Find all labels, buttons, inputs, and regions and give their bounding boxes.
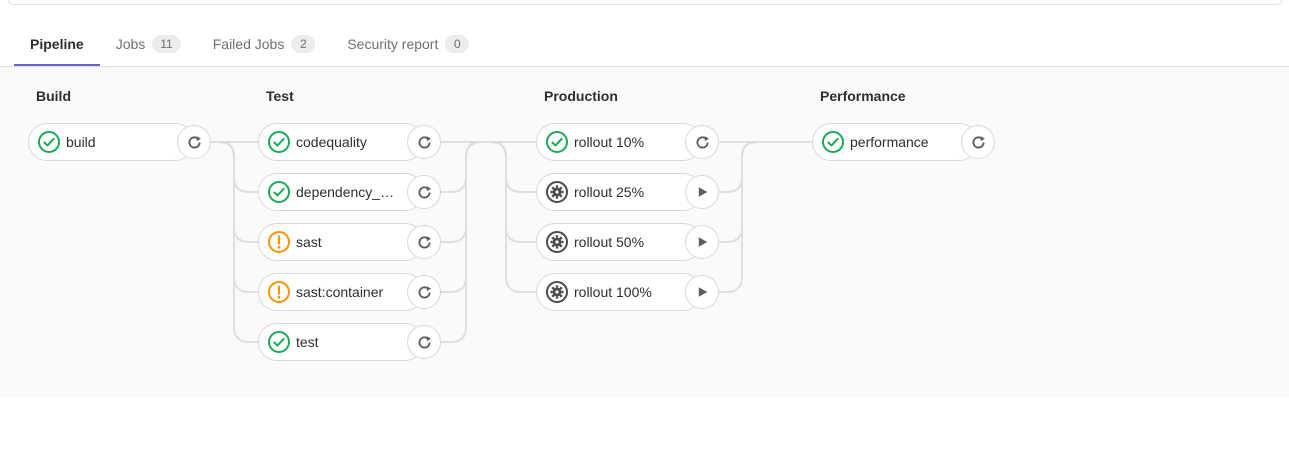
job-name: dependency_s... xyxy=(296,184,398,200)
status-manual-gear-circle-icon xyxy=(546,231,568,253)
job-pill[interactable]: rollout 50% xyxy=(536,223,719,261)
retry-icon xyxy=(417,185,431,198)
retry-icon xyxy=(695,135,709,148)
job-name: rollout 10% xyxy=(574,134,645,150)
jobs-count-badge: 11 xyxy=(152,35,181,53)
job-pill[interactable]: rollout 10% xyxy=(536,123,719,161)
status-manual-gear-circle-icon xyxy=(546,281,568,303)
retry-button[interactable] xyxy=(407,175,441,209)
status-manual-gear-circle-icon xyxy=(546,231,568,253)
job-pill[interactable]: test xyxy=(258,323,441,361)
play-button[interactable] xyxy=(685,275,719,309)
retry-icon xyxy=(971,135,985,148)
retry-button[interactable] xyxy=(407,225,441,259)
pipeline-stage-production: Production rollout 10% rollout 25% xyxy=(536,88,719,323)
retry-icon xyxy=(417,285,431,298)
stage-title: Build xyxy=(36,88,71,104)
stage-title: Production xyxy=(544,88,618,104)
status-manual-gear-circle-icon xyxy=(546,181,568,203)
stage-jobs: rollout 10% rollout 25% rollout 5 xyxy=(536,123,719,311)
tab-label: Failed Jobs xyxy=(212,36,285,52)
status-success-check-circle-icon xyxy=(268,181,290,203)
tab-jobs[interactable]: Jobs 11 xyxy=(100,24,197,66)
stage-jobs: performance xyxy=(812,123,995,161)
tab-security-report[interactable]: Security report 0 xyxy=(331,24,485,66)
play-button[interactable] xyxy=(685,225,719,259)
pipeline-stage-test: Test codequality dependency_s... sast xyxy=(258,88,441,373)
job-pill[interactable]: rollout 100% xyxy=(536,273,719,311)
retry-icon xyxy=(417,335,431,348)
status-success-check-circle-icon xyxy=(268,131,290,153)
tab-label: Pipeline xyxy=(30,36,84,52)
job-name: codequality xyxy=(296,134,367,150)
job-pill[interactable]: sast xyxy=(258,223,441,261)
tab-bar: Pipeline Jobs 11 Failed Jobs 2 Security … xyxy=(0,24,1289,67)
pipeline-stage-performance: Performance performance xyxy=(812,88,995,173)
status-manual-gear-circle-icon xyxy=(546,181,568,203)
retry-button[interactable] xyxy=(407,275,441,309)
pipeline-graph: Build build Test codequality dependency_… xyxy=(0,67,1289,398)
security-report-count-badge: 0 xyxy=(445,35,470,53)
play-icon xyxy=(698,237,708,247)
job-name: rollout 100% xyxy=(574,284,652,300)
status-success-check-circle-icon xyxy=(38,131,60,153)
play-icon xyxy=(698,287,708,297)
stage-jobs: build xyxy=(28,123,211,161)
status-warning-exclamation-circle-icon xyxy=(268,231,290,253)
job-pill[interactable]: build xyxy=(28,123,211,161)
retry-button[interactable] xyxy=(407,125,441,159)
status-warning-exclamation-circle-icon xyxy=(268,281,290,303)
retry-button[interactable] xyxy=(407,325,441,359)
job-pill[interactable]: rollout 25% xyxy=(536,173,719,211)
retry-button[interactable] xyxy=(961,125,995,159)
job-name: build xyxy=(66,134,96,150)
tab-pipeline[interactable]: Pipeline xyxy=(14,24,100,66)
status-success-check-circle-icon xyxy=(38,131,60,153)
header-box-bottom-edge xyxy=(8,0,1282,5)
status-success-check-circle-icon xyxy=(822,131,844,153)
job-pill[interactable]: sast:container xyxy=(258,273,441,311)
retry-button[interactable] xyxy=(685,125,719,159)
status-success-check-circle-icon xyxy=(268,331,290,353)
retry-button[interactable] xyxy=(177,125,211,159)
play-button[interactable] xyxy=(685,175,719,209)
job-name: sast:container xyxy=(296,284,384,300)
tab-label: Security report xyxy=(347,36,439,52)
play-icon xyxy=(698,187,708,197)
tab-failed-jobs[interactable]: Failed Jobs 2 xyxy=(197,24,332,66)
job-name: performance xyxy=(850,134,929,150)
job-pill[interactable]: performance xyxy=(812,123,995,161)
status-manual-gear-circle-icon xyxy=(546,281,568,303)
stage-jobs: codequality dependency_s... sast sast:co… xyxy=(258,123,441,361)
status-success-check-circle-icon xyxy=(546,131,568,153)
retry-icon xyxy=(417,235,431,248)
status-success-check-circle-icon xyxy=(268,331,290,353)
status-success-check-circle-icon xyxy=(268,181,290,203)
job-pill[interactable]: dependency_s... xyxy=(258,173,441,211)
job-name: sast xyxy=(296,234,322,250)
status-success-check-circle-icon xyxy=(546,131,568,153)
status-warning-exclamation-circle-icon xyxy=(268,281,290,303)
connector-lines xyxy=(210,141,812,343)
job-name: test xyxy=(296,334,319,350)
failed-jobs-count-badge: 2 xyxy=(291,35,316,53)
stage-title: Test xyxy=(266,88,294,104)
stage-title: Performance xyxy=(820,88,906,104)
job-name: rollout 50% xyxy=(574,234,645,250)
status-success-check-circle-icon xyxy=(268,131,290,153)
retry-icon xyxy=(417,135,431,148)
retry-icon xyxy=(187,135,201,148)
job-name: rollout 25% xyxy=(574,184,645,200)
status-success-check-circle-icon xyxy=(822,131,844,153)
job-pill[interactable]: codequality xyxy=(258,123,441,161)
tab-label: Jobs xyxy=(115,36,146,52)
pipeline-stage-build: Build build xyxy=(28,88,211,173)
status-warning-exclamation-circle-icon xyxy=(268,231,290,253)
